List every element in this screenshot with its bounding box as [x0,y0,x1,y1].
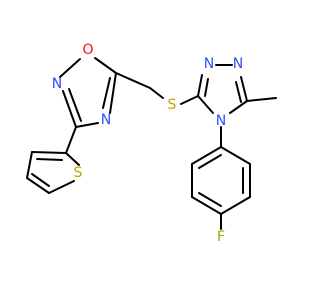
atom-s-link: S [168,97,177,113]
bond-s-link-triazole-c3 [180,95,199,105]
atom-n-triazole-4: N [216,113,226,129]
bond-phenyl-c1-c2 [220,146,251,165]
bond-triazole-c3-n2 [197,74,203,97]
bond-phenyl-c6-c1 [191,146,222,165]
bond-thiophene-c5-c4-double [31,173,50,187]
bond-triazole-n4-c3 [197,95,214,114]
atom-fluorine: F [217,229,225,245]
atom-labels: O N N S S N N N F [52,42,243,245]
bond-thiophene-c3-c2 [31,151,67,154]
bond-triazole-c5-methyl [246,97,277,102]
bond-thiophene-c3-c2-double [36,158,63,161]
bond-c3-thiophene-c2 [65,126,77,154]
bond-thiophene-s-c5 [48,180,75,194]
bond-n2-c3 [62,90,77,128]
bond-n4-c5 [109,72,117,114]
bond-triazole-c5-n4 [229,100,248,114]
bond-n2-c3-double [68,88,82,122]
bond-triazole-c3-n2-double [204,78,209,97]
bond-c5-ch2 [115,72,151,89]
bond-thiophene-c5-c4 [26,177,50,194]
atom-o1: O [82,42,93,58]
atom-n-triazole-1: N [204,56,214,72]
bond-thiophene-c4-c3 [26,151,33,179]
atom-n-triazole-2: N [233,56,243,72]
bond-phenyl-c4-c5 [191,196,222,215]
bond-c3-n4 [75,122,99,128]
bond-o1-n2 [59,58,81,78]
bond-n4-c5-double [102,77,111,109]
bond-phenyl-c4-c5-double [198,192,222,207]
bonds [26,57,277,230]
atom-s-thiophene: S [74,165,83,181]
bond-thiophene-c2-s [65,152,80,166]
bond-ch2-s-link [149,87,164,99]
bond-phenyl-c6-c1-double [198,154,222,169]
molecule-structure-diagram: O N N S S N N N F [26,42,277,245]
bond-triazole-n1-c5 [240,76,248,102]
atom-n2: N [52,76,62,92]
bond-phenyl-c3-c4 [220,196,251,215]
bond-o1-c5 [94,57,117,74]
atom-n4: N [101,112,111,128]
bond-triazole-n1-c5-double [235,81,242,103]
